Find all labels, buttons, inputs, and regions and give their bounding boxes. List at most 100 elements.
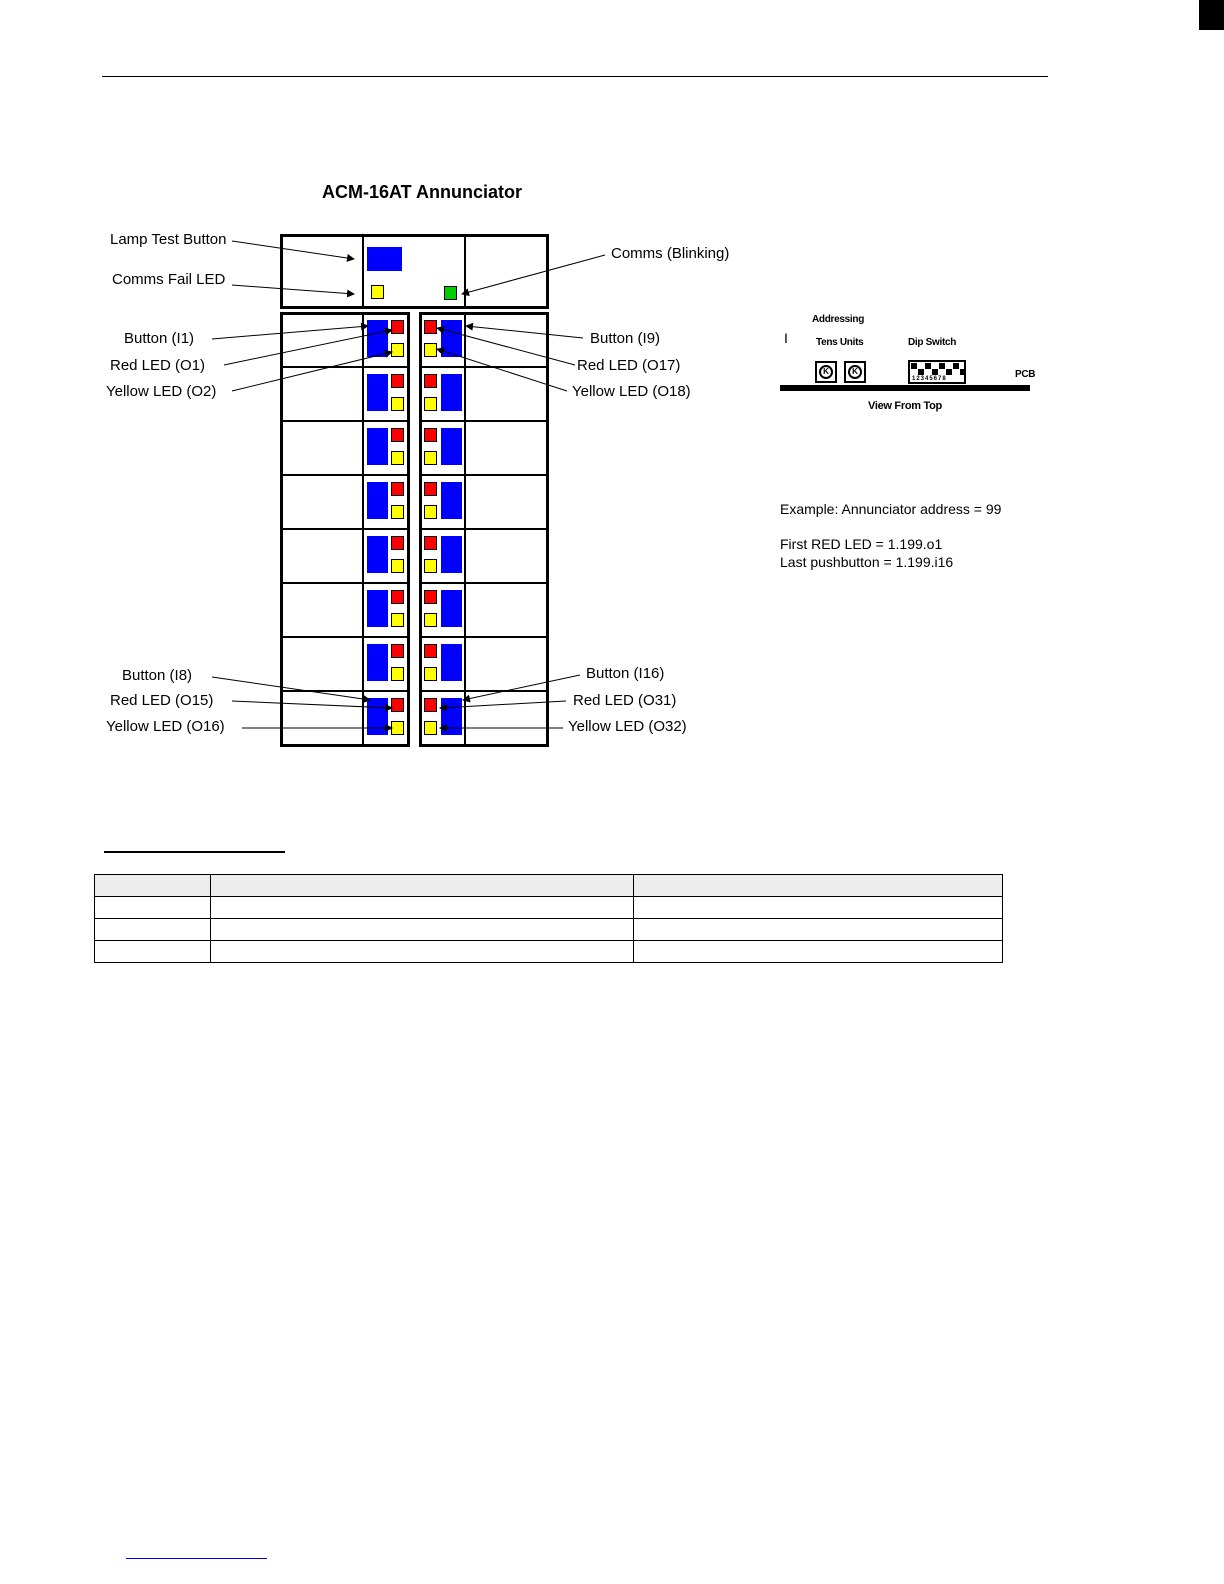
label-button-i9: Button (I9) [590, 330, 661, 347]
pcb-board [780, 385, 1030, 391]
button-i6[interactable] [367, 590, 388, 627]
red-led-o3 [391, 374, 404, 388]
example-first-red-led: First RED LED = 1.199.o1 [780, 536, 943, 552]
yellow-led-o22 [424, 451, 437, 465]
arrow-lamp-test [231, 240, 355, 262]
yellow-led-o12 [391, 613, 404, 627]
table-header-row [94, 874, 1004, 897]
button-i14[interactable] [441, 590, 462, 627]
diagram-title: ACM-16AT Annunciator [322, 182, 522, 202]
panel-row-divider [421, 366, 547, 368]
dip-toggle-icon [960, 369, 966, 375]
panel-row-divider [282, 636, 408, 638]
label-button-i1: Button (I1) [124, 330, 195, 347]
panel-row-divider [421, 474, 547, 476]
addressing-heading: Addressing [812, 314, 865, 325]
yellow-led-o8 [391, 505, 404, 519]
dip-toggle-icon [911, 363, 917, 369]
example-address: Example: Annunciator address = 99 [780, 501, 1002, 517]
panel-row-divider [421, 636, 547, 638]
button-i15[interactable] [441, 644, 462, 681]
panel-top-section [280, 234, 549, 309]
red-led-o25 [424, 536, 437, 550]
yellow-led-o20 [424, 397, 437, 411]
arrow-button-i9 [465, 322, 584, 339]
page-corner-tab [1199, 0, 1224, 30]
red-led-o13 [391, 644, 404, 658]
panel-row-divider [282, 582, 408, 584]
red-led-o31 [424, 698, 437, 712]
panel-row-divider [421, 582, 547, 584]
example-last-pushbutton: Last pushbutton = 1.199.i16 [780, 554, 954, 570]
button-i4[interactable] [367, 482, 388, 519]
yellow-led-o10 [391, 559, 404, 573]
button-i9[interactable] [441, 320, 462, 357]
label-yellow-led-o2: Yellow LED (O2) [106, 383, 217, 400]
dip-toggle-icon [932, 369, 938, 375]
arrow-comms-blinking [461, 254, 606, 297]
arrow-red-o15 [231, 700, 393, 712]
table-cell [94, 940, 211, 963]
red-led-o27 [424, 590, 437, 604]
button-i1[interactable] [367, 320, 388, 357]
yellow-led-o32 [424, 721, 437, 735]
dip-switch-numbers: 12345678 [912, 376, 947, 382]
tens-units-label: Tens Units [816, 337, 864, 348]
units-rotary-switch: K [844, 361, 866, 383]
lamp-test-button[interactable] [367, 247, 402, 271]
table-cell [209, 896, 634, 919]
table-cell [209, 940, 634, 963]
label-red-led-o17: Red LED (O17) [577, 357, 681, 374]
comms-led [444, 286, 457, 300]
button-i10[interactable] [441, 374, 462, 411]
yellow-led-o30 [424, 667, 437, 681]
arrow-button-i1 [211, 322, 369, 340]
table-cell [209, 918, 634, 941]
label-comms-fail-led: Comms Fail LED [112, 271, 226, 288]
red-led-o21 [424, 428, 437, 442]
table-cell [632, 940, 1004, 963]
yellow-led-o14 [391, 667, 404, 681]
yellow-led-o6 [391, 451, 404, 465]
red-led-o7 [391, 482, 404, 496]
table-row [94, 940, 1004, 963]
label-red-led-o15: Red LED (O15) [110, 692, 214, 709]
table-cell [632, 874, 1004, 897]
dip-toggle-icon [925, 363, 931, 369]
dip-switch: 12345678 [908, 360, 966, 384]
arrow-comms-fail [231, 284, 355, 298]
panel-row-divider [421, 420, 547, 422]
label-lamp-test-button: Lamp Test Button [110, 231, 227, 248]
panel-row-divider [421, 690, 547, 692]
table-cell [94, 918, 211, 941]
section-heading-underline [104, 851, 285, 853]
addressing-marker: I [784, 330, 788, 346]
arrow-yellow-o18 [436, 347, 568, 392]
panel-row-divider [282, 474, 408, 476]
button-i2[interactable] [367, 374, 388, 411]
footer-link-underline[interactable] [126, 1558, 267, 1559]
red-led-o19 [424, 374, 437, 388]
label-yellow-led-o32: Yellow LED (O32) [568, 718, 687, 735]
red-led-o1 [391, 320, 404, 334]
button-i13[interactable] [441, 536, 462, 573]
table-cell [632, 918, 1004, 941]
red-led-o11 [391, 590, 404, 604]
table-row [94, 896, 1004, 919]
button-i11[interactable] [441, 428, 462, 465]
dip-toggle-icon [946, 369, 952, 375]
arrow-red-o31 [439, 700, 567, 712]
red-led-o23 [424, 482, 437, 496]
table-cell [209, 874, 634, 897]
label-yellow-led-o18: Yellow LED (O18) [572, 383, 691, 400]
button-i5[interactable] [367, 536, 388, 573]
panel-row-divider [282, 528, 408, 530]
pcb-label: PCB [1015, 369, 1036, 380]
dip-switch-label: Dip Switch [908, 337, 957, 348]
button-i7[interactable] [367, 644, 388, 681]
button-i12[interactable] [441, 482, 462, 519]
label-comms-blinking: Comms (Blinking) [611, 245, 730, 262]
button-i3[interactable] [367, 428, 388, 465]
table-cell [94, 896, 211, 919]
